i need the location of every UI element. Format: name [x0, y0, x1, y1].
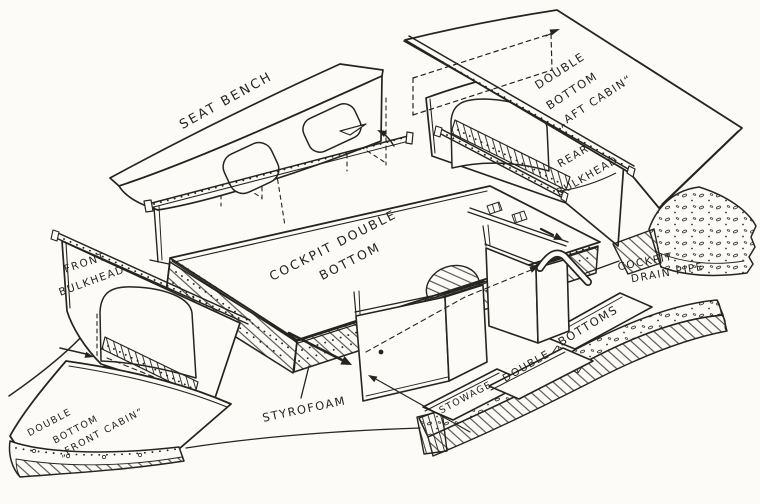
aft-panel-rail — [403, 40, 631, 171]
drain-pipe-leader — [585, 260, 620, 274]
styrofoam-link-line — [185, 427, 421, 449]
front-cabin-double-bottom — [8, 360, 421, 478]
hull-side-foam — [612, 186, 757, 277]
hull-sweep-line — [8, 331, 87, 397]
bench-hatch-opening-right — [302, 103, 362, 153]
styrofoam-label: STYROFOAM — [261, 393, 347, 424]
foam-end-section — [612, 228, 662, 275]
stowage-lid-3 — [542, 292, 653, 350]
rear-rail — [433, 125, 569, 203]
bench-latch — [339, 123, 367, 136]
styrofoam-callout — [287, 331, 352, 399]
assembly-arrow-pipe — [553, 232, 563, 240]
aft-cabin-double-bottom — [403, 9, 743, 209]
hidden-bench-outline — [412, 33, 553, 116]
front-bulkhead — [8, 229, 251, 404]
seat-bench — [109, 63, 414, 265]
stowage-box-a — [355, 296, 450, 402]
stowage-lid-2 — [488, 347, 594, 400]
cockpit-drain-pipe — [536, 227, 620, 286]
floor-cleat-bar — [469, 207, 569, 243]
bench-rail — [147, 135, 409, 205]
front-bulkhead-rail — [57, 232, 251, 321]
stowage-double-bottoms — [416, 292, 728, 457]
assembly-arrow-bulkhead — [84, 351, 94, 358]
stowage-boxes — [353, 224, 570, 433]
assembly-arrow-foam — [340, 356, 352, 365]
